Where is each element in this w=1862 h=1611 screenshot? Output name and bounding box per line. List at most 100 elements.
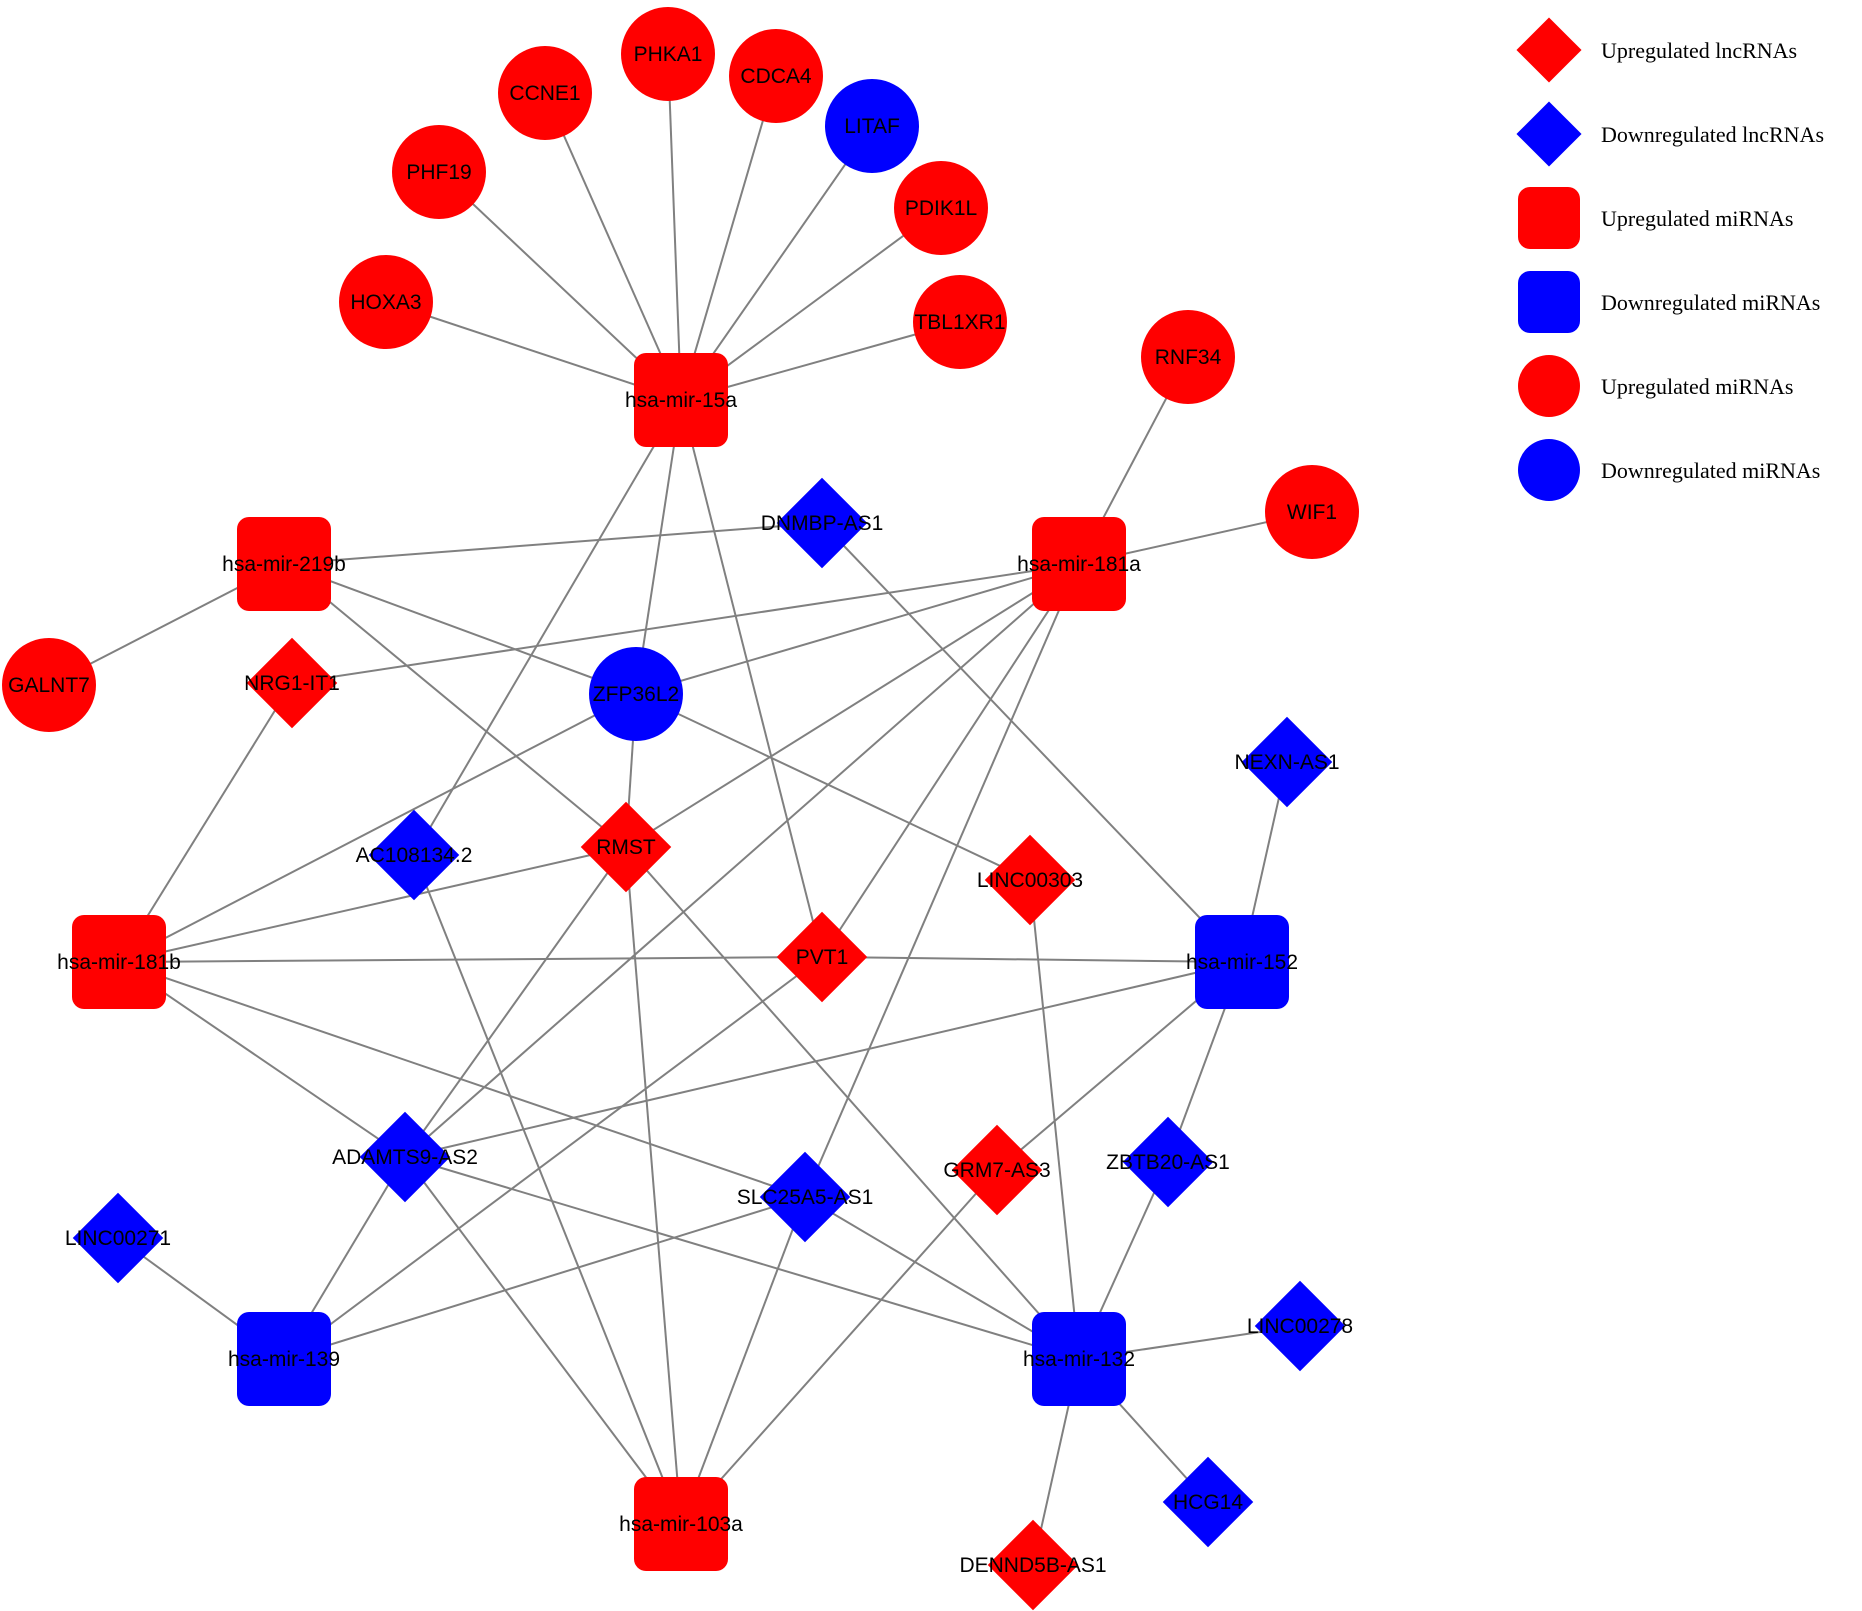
node-nexn-as1[interactable]: NEXN-AS1 <box>1234 716 1340 808</box>
node-litaf[interactable]: LITAF <box>825 79 919 173</box>
node-label: DENND5B-AS1 <box>959 1554 1106 1577</box>
node-pdik1l[interactable]: PDIK1L <box>894 161 988 255</box>
edge-hsa-mir-181a-nrg1-it1 <box>291 563 1080 684</box>
node-rmst[interactable]: RMST <box>580 801 672 893</box>
node-label: ADAMTS9-AS2 <box>332 1146 478 1169</box>
edge-hsa-mir-15a-pvt1 <box>680 399 823 958</box>
edge-hsa-mir-181b-rmst <box>118 846 627 963</box>
edge-rmst-hsa-mir-103a <box>625 846 682 1525</box>
node-tbl1xr1[interactable]: TBL1XR1 <box>913 275 1007 369</box>
legend-label: Downregulated miRNAs <box>1601 290 1820 315</box>
node-galnt7[interactable]: GALNT7 <box>2 638 96 732</box>
edge-hsa-mir-181a-slc25a5-as1 <box>804 563 1080 1198</box>
legend-label: Upregulated miRNAs <box>1601 206 1793 231</box>
edge-hsa-mir-15a-hoxa3 <box>385 301 682 401</box>
edge-hsa-mir-152-pvt1 <box>821 956 1243 963</box>
node-zbtb20-as1[interactable]: ZBTB20-AS1 <box>1106 1116 1230 1208</box>
node-linc00303[interactable]: LINC00303 <box>977 834 1083 926</box>
legend-label: Upregulated miRNAs <box>1601 374 1793 399</box>
legend-square-swatch <box>1518 187 1580 249</box>
node-label: HOXA3 <box>350 291 421 314</box>
square-node-shape <box>634 353 728 447</box>
square-node-shape <box>237 1312 331 1406</box>
edge-rmst-adamts9-as2 <box>404 846 627 1158</box>
node-label: PVT1 <box>796 946 849 969</box>
node-label: LINC00278 <box>1247 1315 1353 1338</box>
node-hsa-mir-103a[interactable]: hsa-mir-103a <box>619 1477 743 1571</box>
node-label: DNMBP-AS1 <box>761 512 884 535</box>
edge-dnmbp-as1-hsa-mir-152 <box>821 522 1243 963</box>
node-label: hsa-mir-181b <box>57 951 181 974</box>
node-wif1[interactable]: WIF1 <box>1265 465 1359 559</box>
legend-item-4: Upregulated miRNAs <box>1518 355 1793 417</box>
node-slc25a5-as1[interactable]: SLC25A5-AS1 <box>737 1151 874 1243</box>
node-label: LINC00303 <box>977 869 1083 892</box>
node-label: hsa-mir-132 <box>1023 1348 1135 1371</box>
node-hsa-mir-15a[interactable]: hsa-mir-15a <box>625 353 737 447</box>
node-hsa-mir-152[interactable]: hsa-mir-152 <box>1186 915 1298 1009</box>
node-hsa-mir-181b[interactable]: hsa-mir-181b <box>57 915 181 1009</box>
edge-hsa-mir-15a-cdca4 <box>680 75 777 401</box>
node-hsa-mir-139[interactable]: hsa-mir-139 <box>228 1312 340 1406</box>
circle-node-shape <box>2 638 96 732</box>
legend-label: Downregulated miRNAs <box>1601 458 1820 483</box>
node-label: HCG14 <box>1173 1491 1243 1514</box>
circle-node-shape <box>392 125 486 219</box>
edge-linc00303-hsa-mir-132 <box>1029 879 1080 1360</box>
node-hcg14[interactable]: HCG14 <box>1162 1456 1254 1548</box>
circle-node-shape <box>589 647 683 741</box>
node-linc00278[interactable]: LINC00278 <box>1247 1280 1353 1372</box>
node-hsa-mir-219b[interactable]: hsa-mir-219b <box>222 517 346 611</box>
node-zfp36l2[interactable]: ZFP36L2 <box>589 647 683 741</box>
node-dennd5b-as1[interactable]: DENND5B-AS1 <box>959 1519 1107 1611</box>
node-pvt1[interactable]: PVT1 <box>776 911 868 1003</box>
node-phka1[interactable]: PHKA1 <box>621 7 715 101</box>
circle-node-shape <box>825 79 919 173</box>
edge-hsa-mir-181b-slc25a5-as1 <box>118 961 806 1198</box>
node-dnmbp-as1[interactable]: DNMBP-AS1 <box>761 477 884 569</box>
legend-label: Downregulated lncRNAs <box>1601 122 1824 147</box>
node-adamts9-as2[interactable]: ADAMTS9-AS2 <box>332 1111 478 1203</box>
node-hsa-mir-181a[interactable]: hsa-mir-181a <box>1017 517 1141 611</box>
legend-item-0: Upregulated lncRNAs <box>1516 17 1797 83</box>
node-rnf34[interactable]: RNF34 <box>1141 310 1235 404</box>
edge-hsa-mir-181b-pvt1 <box>118 956 823 963</box>
square-node-shape <box>634 1477 728 1571</box>
edge-hsa-mir-181a-pvt1 <box>821 563 1080 958</box>
edge-hsa-mir-15a-ccne1 <box>544 92 682 401</box>
node-label: ZFP36L2 <box>593 683 679 706</box>
edge-hsa-mir-181a-adamts9-as2 <box>404 563 1080 1158</box>
node-phf19[interactable]: PHF19 <box>392 125 486 219</box>
node-ac108134-2[interactable]: AC108134.2 <box>356 809 473 901</box>
node-label: hsa-mir-181a <box>1017 553 1141 576</box>
legend-square-swatch <box>1518 271 1580 333</box>
node-label: LITAF <box>844 115 900 138</box>
edge-hsa-mir-181a-rmst <box>625 563 1080 848</box>
square-node-shape <box>1032 1312 1126 1406</box>
edge-grm7-as3-hsa-mir-103a <box>680 1169 998 1525</box>
circle-node-shape <box>621 7 715 101</box>
edge-adamts9-as2-hsa-mir-132 <box>404 1156 1080 1360</box>
node-nrg1-it1[interactable]: NRG1-IT1 <box>244 637 340 729</box>
node-label: GRM7-AS3 <box>943 1159 1050 1182</box>
circle-node-shape <box>729 29 823 123</box>
circle-node-shape <box>1141 310 1235 404</box>
diamond-node-shape <box>1122 1116 1214 1208</box>
edge-hsa-mir-181a-zfp36l2 <box>635 563 1080 695</box>
square-node-shape <box>72 915 166 1009</box>
legend-diamond-swatch <box>1516 17 1582 83</box>
edge-hsa-mir-181b-adamts9-as2 <box>118 961 406 1158</box>
square-node-shape <box>1195 915 1289 1009</box>
node-hoxa3[interactable]: HOXA3 <box>339 255 433 349</box>
node-ccne1[interactable]: CCNE1 <box>498 46 592 140</box>
node-layer: hsa-mir-15a hsa-mir-219b hsa-mir-181a hsa-m… <box>2 7 1359 1611</box>
edge-rmst-hsa-mir-132 <box>625 846 1080 1360</box>
node-cdca4[interactable]: CDCA4 <box>729 29 823 123</box>
node-label: hsa-mir-139 <box>228 1348 340 1371</box>
legend-item-5: Downregulated miRNAs <box>1518 439 1820 501</box>
diamond-node-shape <box>368 809 460 901</box>
legend-circle-swatch <box>1518 355 1580 417</box>
node-linc00271[interactable]: LINC00271 <box>65 1192 171 1284</box>
node-hsa-mir-132[interactable]: hsa-mir-132 <box>1023 1312 1135 1406</box>
